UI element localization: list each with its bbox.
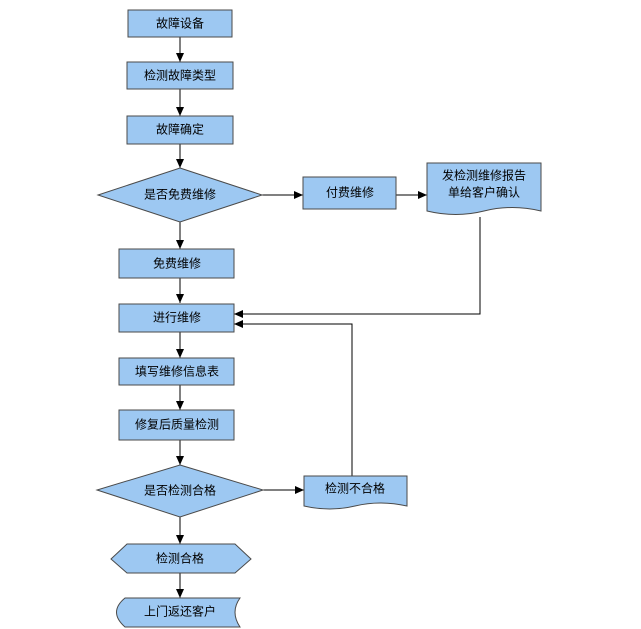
label-paid-repair: 付费维修 [326,185,374,200]
node-is-check-pass-decision [95,464,265,518]
connectors [176,37,481,598]
node-do-repair [118,303,235,333]
node-report-document [426,162,542,215]
label-report-line1: 发检测维修报告 [442,168,526,183]
node-check-fail-document [303,475,408,510]
node-check-pass-display [110,543,252,574]
label-is-free-repair: 是否免费维修 [144,187,216,202]
node-is-free-repair-decision [96,167,264,223]
label-do-repair: 进行维修 [153,310,201,325]
node-post-repair-check [118,409,235,441]
node-return-customer-storage [116,597,241,628]
edge-report-to-repair [234,217,481,318]
label-free-repair: 免费维修 [153,256,201,271]
edge-fail-to-repair [234,320,353,476]
label-check-pass: 检测合格 [156,551,204,566]
label-fault-device: 故障设备 [156,16,204,31]
node-fill-form [118,357,235,386]
label-check-fail: 检测不合格 [325,481,385,496]
node-paid-repair [302,176,397,210]
label-fault-confirm: 故障确定 [156,122,204,137]
node-detect-fault-type [126,61,234,90]
label-return-customer: 上门返还客户 [144,604,216,619]
label-post-repair-check: 修复后质量检测 [135,417,219,432]
label-report-line2: 单给客户确认 [448,185,520,200]
label-detect-fault-type: 检测故障类型 [144,68,216,83]
label-fill-form: 填写维修信息表 [135,364,219,379]
label-is-check-pass: 是否检测合格 [144,483,216,498]
node-fault-device [127,9,233,38]
node-fault-confirm [126,115,234,145]
node-free-repair [118,248,235,279]
